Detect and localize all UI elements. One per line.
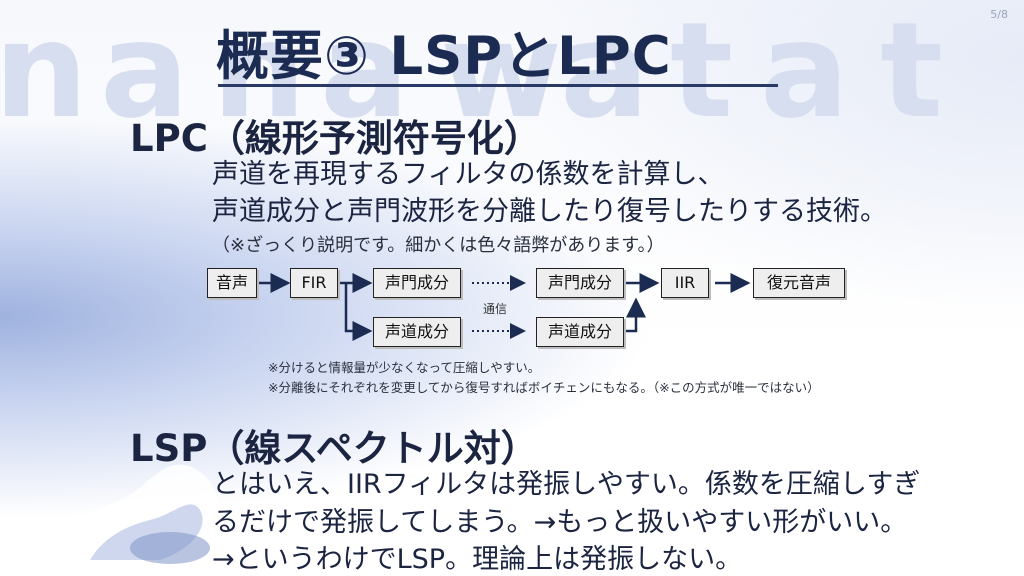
watermark-letter: a (320, 0, 410, 134)
note-compression: ※分けると情報量が少なくなって圧縮しやすい。 (268, 360, 541, 375)
box-fir: FIR (290, 268, 338, 298)
watermark-letter: t (880, 0, 944, 134)
decorative-blob-icon (60, 464, 221, 574)
background-watermark: n a n a w a t a t (0, 0, 1024, 134)
watermark-letter: a (560, 0, 650, 134)
box-voice: 音声 (207, 268, 257, 298)
box-restored-voice: 復元音声 (753, 268, 845, 298)
watermark-letter: a (760, 0, 850, 134)
box-glottal-2: 声門成分 (536, 268, 624, 298)
box-iir: IIR (661, 268, 709, 298)
lpc-note: （※ざっくり説明です。細かくは色々語弊があります。） (212, 235, 665, 256)
lpc-line-1: 声道を再現するフィルタの係数を計算し、 (212, 159, 725, 190)
communication-label: 通信 (483, 302, 508, 316)
lpc-line-2: 声道成分と声門波形を分離したり復号したりする技術。 (212, 196, 887, 227)
lsp-line-2: るだけで発振してしまう。→もっと扱いやすい形がいい。 (212, 507, 908, 538)
lsp-line-1: とはいえ、IIRフィルタは発振しやすい。係数を圧縮しすぎ (212, 469, 921, 500)
note-voice-changer: ※分離後にそれぞれを変更してから復号すればボイチェンにもなる。（※この方式が唯一… (268, 380, 820, 395)
box-glottal-1: 声門成分 (373, 268, 461, 298)
lpc-heading: LPC（線形予測符号化） (130, 117, 541, 160)
box-vocal-1: 声道成分 (373, 317, 461, 347)
lsp-line-3: →というわけでLSP。理論上は発振しない。 (212, 544, 743, 575)
watermark-letter: t (670, 0, 734, 134)
watermark-letter: a (100, 0, 190, 134)
title-underline (218, 84, 778, 87)
watermark-letter: w (440, 0, 562, 134)
page-number: 5/8 (990, 8, 1008, 21)
lsp-heading: LSP（線スペクトル対） (130, 427, 538, 470)
box-vocal-2: 声道成分 (536, 317, 624, 347)
watermark-letter: n (212, 0, 306, 134)
watermark-letter: n (0, 0, 88, 134)
page-title: 概要③ LSPとLPC (216, 26, 672, 87)
